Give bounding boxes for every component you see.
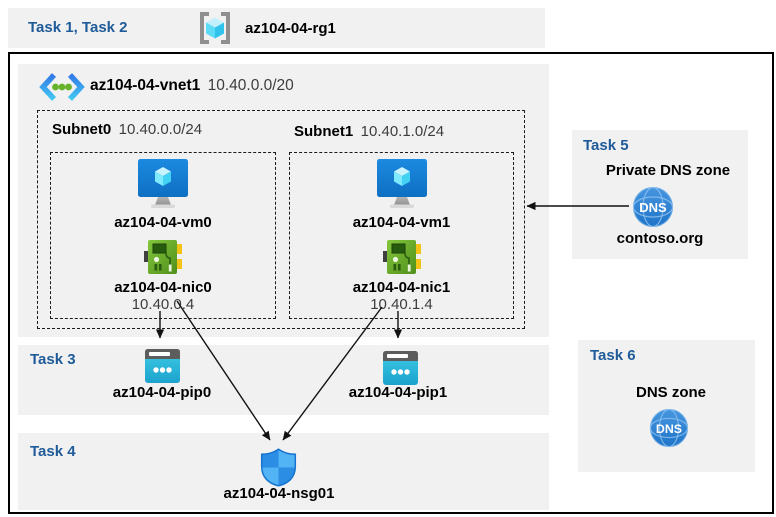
task3-label: Task 3 — [30, 351, 76, 368]
vnet-cidr: 10.40.0.0/20 — [207, 77, 294, 94]
subnet0-label: Subnet0 10.40.0.0/24 — [52, 121, 203, 138]
resource-group-icon — [200, 12, 230, 44]
vm1-name: az104-04-vm1 — [352, 214, 451, 231]
task5-box: Task 5 Private DNS zone DNS contoso.org — [572, 130, 748, 259]
dns-globe-icon: DNS — [649, 408, 689, 448]
virtual-network-icon — [39, 73, 85, 101]
task4-label: Task 4 — [30, 443, 76, 460]
svg-text:DNS: DNS — [656, 422, 682, 436]
vnet-area: az104-04-vnet1 10.40.0.0/20 Subnet0 10.4… — [18, 64, 549, 337]
task6-label: Task 6 — [590, 347, 636, 364]
public-ip-icon — [383, 351, 418, 385]
nic0-name: az104-04-nic0 — [114, 279, 212, 296]
svg-text:DNS: DNS — [639, 200, 667, 215]
private-dns-zone-name: contoso.org — [616, 230, 704, 247]
dns-globe-icon: DNS — [632, 186, 674, 228]
subnet1-label: Subnet1 10.40.1.0/24 — [294, 123, 445, 140]
vnet-name: az104-04-vnet1 — [90, 77, 201, 94]
subnet1-box: az104-04-vm1 az104-04-nic1 1 — [289, 152, 514, 319]
public-ip-icon — [145, 349, 180, 383]
nsg-name: az104-04-nsg01 — [223, 485, 335, 502]
resource-group-container: az104-04-vnet1 10.40.0.0/20 Subnet0 10.4… — [8, 52, 774, 514]
task6-box: Task 6 DNS zone DNS — [578, 340, 755, 472]
vm-icon — [376, 159, 427, 208]
nic-icon — [144, 240, 182, 274]
private-dns-zone-title: Private DNS zone — [605, 162, 731, 179]
vm0-name: az104-04-vm0 — [114, 214, 212, 231]
vm-icon — [138, 159, 188, 208]
pip1-name: az104-04-pip1 — [348, 384, 448, 401]
pip0-name: az104-04-pip0 — [112, 384, 212, 401]
task5-label: Task 5 — [583, 137, 629, 154]
resource-group-band: Task 1, Task 2 az104-04-rg1 — [8, 8, 545, 48]
nic0-ip: 10.40.0.4 — [131, 296, 195, 313]
dns-zone-title: DNS zone — [635, 384, 706, 401]
subnet0-box: az104-04-vm0 az104-04-nic0 1 — [50, 152, 276, 319]
task4-band: Task 4 az104-04-nsg01 — [18, 433, 549, 510]
resource-group-name: az104-04-rg1 — [245, 20, 336, 37]
tasks-1-2-label: Task 1, Task 2 — [28, 19, 128, 36]
nic-icon — [382, 240, 421, 274]
subnets-outer-dashed-box — [37, 110, 525, 329]
task3-band: Task 3 az104-04-pip0 az104-04-pip1 — [18, 345, 549, 415]
nic1-ip: 10.40.1.4 — [370, 296, 433, 313]
nsg-shield-icon — [260, 448, 297, 487]
nic1-name: az104-04-nic1 — [352, 279, 451, 296]
